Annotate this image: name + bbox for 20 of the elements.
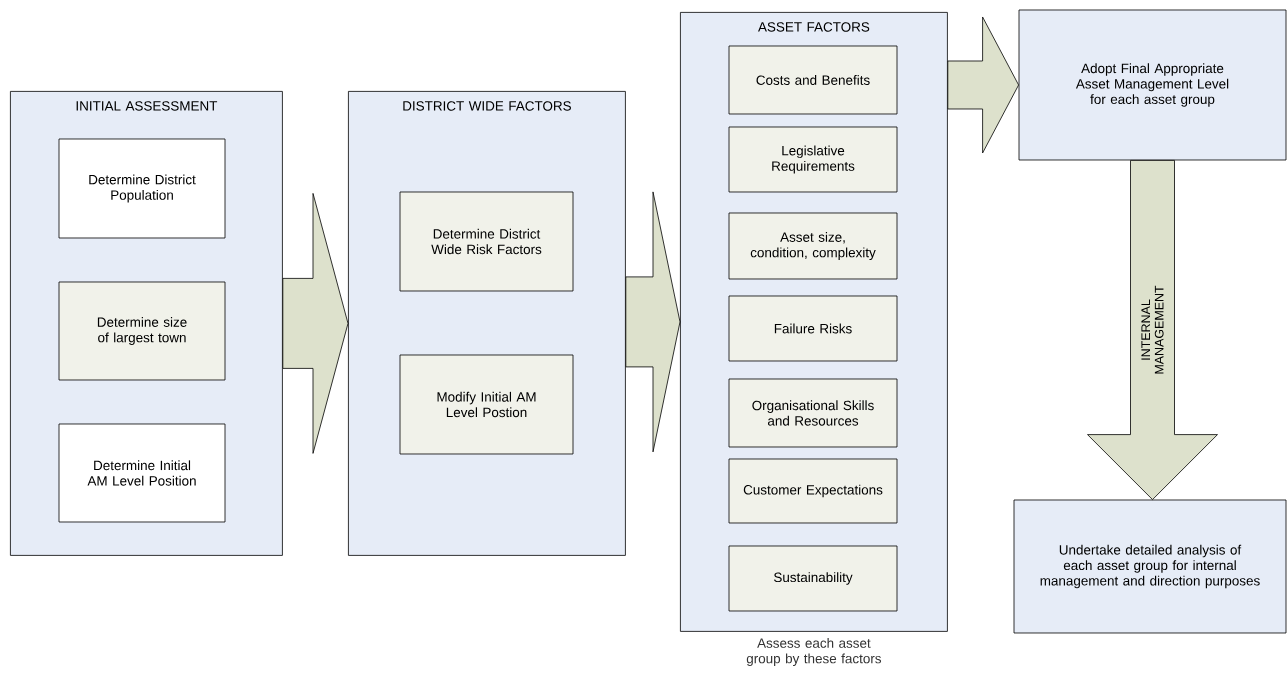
process-box: Determine Initial AM Level Position [58, 423, 226, 523]
process-box: Customer Expectations [728, 458, 898, 524]
process-box: Sustainability [728, 545, 898, 612]
process-box: Organisational Skills and Resources [728, 378, 898, 448]
process-box: Adopt Final Appropriate Asset Management Level for each asset group [1018, 9, 1287, 161]
panel-heading: INITIAL ASSESSMENT [76, 101, 218, 111]
process-box: Legislative Requirements [728, 126, 898, 193]
node-label: Assess each asset group by these factors [746, 638, 882, 666]
edge-label: INTERNAL MANAGEMENT [1140, 279, 1165, 381]
process-box: Undertake detailed analysis of each asset group for internal management and direction purposes [1013, 499, 1287, 634]
process-box: Failure Risks [728, 295, 898, 362]
process-box: Determine District Wide Risk Factors [399, 191, 574, 292]
process-box: Determine size of largest town [58, 281, 226, 381]
process-box: Costs and Benefits [728, 45, 898, 115]
panel-heading: DISTRICT WIDE FACTORS [403, 101, 571, 111]
process-box: Determine District Population [58, 138, 226, 239]
panel-heading: ASSET FACTORS [758, 22, 870, 32]
block-arrow [947, 16, 1019, 154]
process-box: Asset size, condition, complexity [728, 212, 898, 280]
process-box: Modify Initial AM Level Postion [399, 354, 574, 455]
